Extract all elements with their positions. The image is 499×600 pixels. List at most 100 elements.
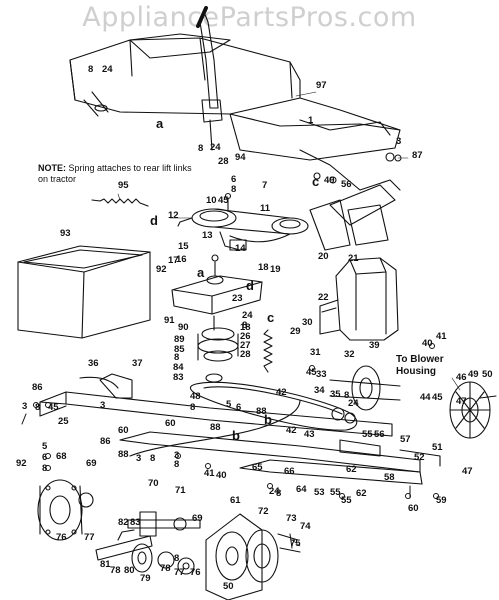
auger-housing: [37, 479, 94, 541]
callout-49: 49: [468, 369, 479, 380]
callout-92: 92: [156, 264, 167, 275]
callout-88: 88: [256, 406, 267, 417]
callout-60: 60: [165, 418, 176, 429]
callout-82: 82: [118, 517, 129, 528]
callout-24: 24: [348, 398, 359, 409]
callout-8: 8: [190, 402, 195, 413]
callout-8: 8: [35, 402, 40, 413]
callout-65: 65: [252, 462, 263, 473]
lower-gear-set: [95, 529, 195, 575]
battery-box: [17, 245, 151, 339]
upper-pulley-assembly: [177, 192, 309, 251]
callout-8: 8: [344, 390, 349, 401]
callout-17: 17: [168, 255, 179, 266]
callout-27: 27: [240, 340, 251, 351]
callout-c: c: [267, 310, 274, 325]
callout-28: 28: [240, 349, 251, 360]
drive-belt: [189, 381, 358, 431]
callout-6: 6: [236, 402, 241, 413]
callout-95: 95: [118, 180, 129, 191]
callout-8: 8: [231, 184, 236, 195]
callout-86: 86: [32, 382, 43, 393]
callout-d: d: [150, 213, 158, 228]
callout-77: 77: [84, 532, 95, 543]
callout-37: 37: [132, 358, 143, 369]
callout-47: 47: [462, 466, 473, 477]
lift-links: [299, 149, 401, 251]
callout-88: 88: [118, 449, 129, 460]
lift-spring: [91, 198, 149, 207]
callout-91: 91: [164, 315, 175, 326]
callout-32: 32: [344, 349, 355, 360]
right-pulley: [329, 365, 401, 424]
callout-3: 3: [100, 400, 105, 411]
callout-89: 89: [174, 334, 185, 345]
drive-shaft: [127, 511, 201, 537]
callout-20: 20: [318, 251, 329, 262]
callout-10: 10: [206, 195, 217, 206]
callout-36: 36: [88, 358, 99, 369]
callout-8: 8: [174, 459, 179, 470]
callout-56: 56: [374, 429, 385, 440]
callout-50: 50: [223, 581, 234, 592]
callout-a: a: [156, 116, 164, 131]
callout-39: 39: [369, 340, 380, 351]
callout-3: 3: [396, 136, 401, 147]
callout-58: 58: [384, 472, 395, 483]
callout-86: 86: [100, 436, 111, 447]
callout-45: 45: [218, 195, 229, 206]
callout-55: 55: [341, 495, 352, 506]
note-text: Spring attaches to rear lift links on tr…: [38, 163, 192, 184]
callout-8: 8: [88, 64, 93, 75]
callout-52: 52: [414, 452, 425, 463]
callout-78: 78: [110, 565, 121, 576]
callout-41: 41: [436, 331, 447, 342]
callout-d: d: [246, 278, 254, 293]
callout-19: 19: [270, 264, 281, 275]
callout-59: 59: [436, 495, 447, 506]
tractor-frame: [69, 33, 401, 161]
callout-60: 60: [408, 503, 419, 514]
callout-12: 12: [168, 210, 179, 221]
callout-1: 1: [308, 115, 314, 126]
callout-50: 50: [482, 369, 493, 380]
note-label: NOTE:: [38, 163, 66, 173]
callout-29: 29: [290, 326, 301, 337]
callout-40: 40: [216, 470, 227, 481]
callout-64: 64: [296, 484, 307, 495]
callout-47: 47: [456, 396, 467, 407]
callout-85: 85: [174, 344, 185, 355]
belt-shield: [319, 257, 399, 341]
hardware-fasteners: [21, 154, 439, 549]
callout-43: 43: [304, 429, 315, 440]
callout-23: 23: [232, 293, 243, 304]
callout-40: 40: [422, 338, 433, 349]
callout-c: c: [312, 174, 319, 189]
callout-69: 69: [192, 513, 203, 524]
callout-41: 41: [204, 468, 215, 479]
callout-60: 60: [118, 425, 129, 436]
callout-83: 83: [130, 517, 141, 528]
gear-cover: [245, 529, 301, 583]
callout-8: 8: [276, 488, 281, 499]
callout-66: 66: [284, 466, 295, 477]
callout-34: 34: [314, 385, 325, 396]
callout-77: 77: [174, 567, 185, 578]
callout-76: 76: [190, 567, 201, 578]
callout-8: 8: [198, 143, 203, 154]
callout-14: 14: [235, 243, 246, 254]
tension-spring: [263, 329, 273, 373]
callout-80: 80: [124, 565, 135, 576]
callout-57: 57: [400, 434, 411, 445]
callout-3: 3: [136, 453, 141, 464]
callout-11: 11: [260, 203, 271, 214]
callout-45: 45: [432, 392, 443, 403]
control-cable: [129, 399, 301, 457]
callout-61: 61: [230, 495, 241, 506]
callout-92: 92: [16, 458, 27, 469]
callout-79: 79: [140, 573, 151, 584]
spring-note: NOTE: Spring attaches to rear lift links…: [38, 163, 198, 185]
blower-housing-label: To Blower Housing: [396, 354, 444, 377]
callout-8: 8: [174, 553, 179, 564]
